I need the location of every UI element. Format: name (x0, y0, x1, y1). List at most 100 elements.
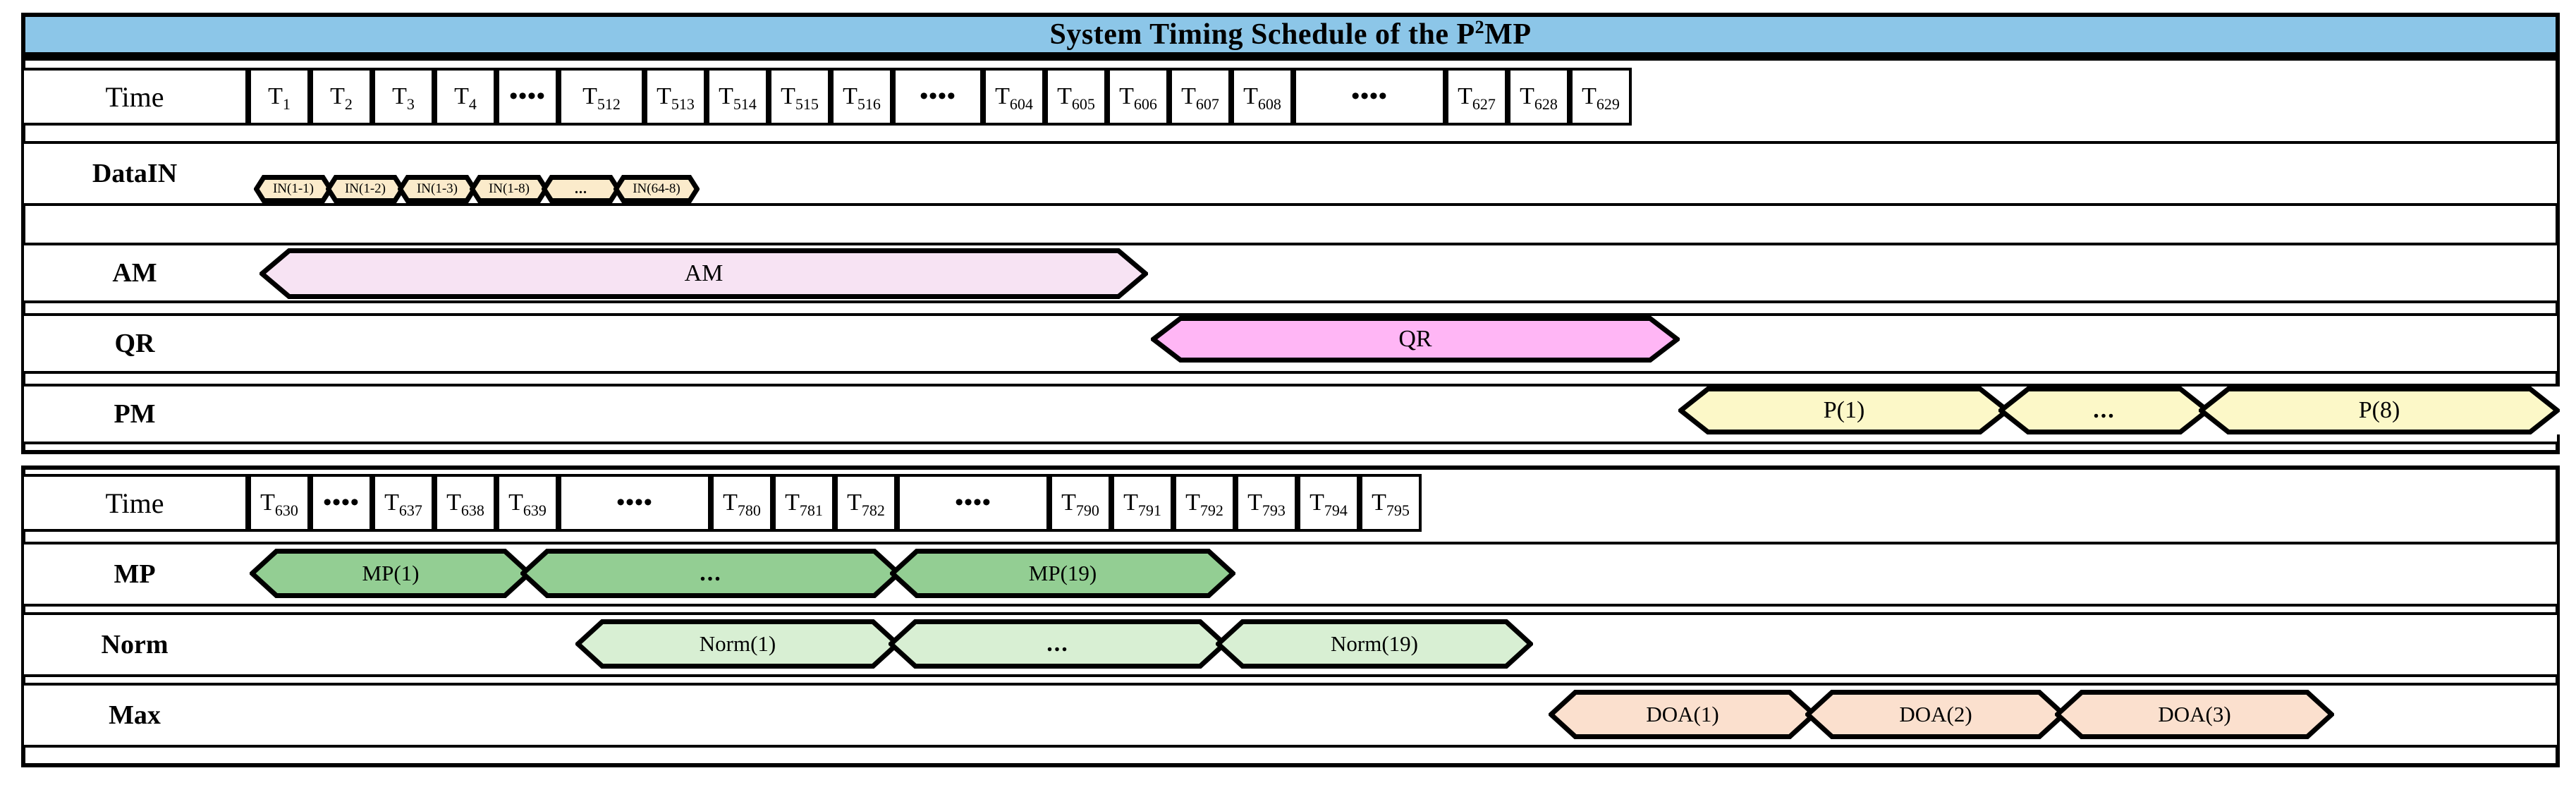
time-cell-label: T514 (719, 83, 757, 113)
lane-label-pm: PM (21, 384, 248, 444)
time-cell: T627 (1446, 68, 1508, 126)
title-suffix: MP (1484, 18, 1532, 51)
timing-block-label: IN(1-3) (416, 181, 458, 196)
time-cell: T1 (248, 68, 310, 126)
time-cell: T639 (496, 474, 558, 532)
timing-block-max: DOA(3) (2055, 690, 2334, 739)
diagram-title-bar: System Timing Schedule of the P2MP (21, 13, 2560, 56)
timing-block-label: ... (1046, 631, 1069, 657)
time-cell: T605 (1045, 68, 1107, 126)
lane-label-qr: QR (21, 313, 248, 374)
time-cell-label: T628 (1520, 83, 1558, 113)
time-cell: T2 (310, 68, 372, 126)
ellipsis-icon: •••• (955, 489, 991, 516)
time-cell: T515 (769, 68, 831, 126)
lane-label-mp: MP (21, 542, 248, 607)
ellipsis-icon: •••• (509, 83, 546, 110)
time-cell: •••• (897, 474, 1049, 532)
timing-block-label: Norm(1) (699, 631, 776, 656)
timing-block-label: Norm(19) (1331, 631, 1418, 656)
timing-block-norm: Norm(1) (575, 619, 900, 669)
timing-block-label: MP(19) (1028, 561, 1097, 585)
timing-block-datain: ... (542, 175, 621, 203)
time-cell: T512 (558, 68, 645, 126)
timing-block-label: P(1) (1823, 397, 1865, 423)
time-cell-label: T781 (785, 489, 823, 519)
timing-block-am: AM (260, 248, 1148, 299)
time-cell-label: T1 (268, 83, 291, 113)
time-cell-label: T780 (723, 489, 761, 519)
time-cell: T4 (434, 68, 496, 126)
block1-time-row-label: Time (21, 68, 248, 126)
timing-block-label: IN(1-2) (344, 181, 386, 196)
ellipsis-icon: •••• (920, 83, 956, 110)
time-cell: T793 (1235, 474, 1298, 532)
time-cell-label: T515 (781, 83, 819, 113)
time-cell: T794 (1298, 474, 1360, 532)
title-superscript: 2 (1475, 17, 1485, 37)
ellipsis-icon: •••• (323, 489, 360, 516)
time-cell-label: T605 (1057, 83, 1095, 113)
time-cell: •••• (1293, 68, 1446, 126)
time-cell-label: T512 (582, 83, 621, 113)
ellipsis-icon: •••• (1351, 83, 1388, 110)
time-cell-label: T606 (1119, 83, 1157, 113)
timing-block-pm: P(1) (1678, 387, 2010, 434)
time-cell: T606 (1107, 68, 1169, 126)
time-cell: •••• (893, 68, 983, 126)
time-cell-label: T627 (1458, 83, 1496, 113)
time-cell-label: T782 (847, 489, 885, 519)
time-cell-label: T629 (1582, 83, 1620, 113)
timing-block-mp: MP(19) (890, 549, 1235, 598)
timing-block-datain: IN(64-8) (614, 175, 700, 203)
timing-block-max: DOA(1) (1549, 690, 1817, 739)
timing-block-label: ... (2093, 397, 2116, 423)
time-cell: T638 (434, 474, 496, 532)
time-cell: T604 (983, 68, 1045, 126)
timing-block-max: DOA(2) (1805, 690, 2066, 739)
time-cell: T607 (1169, 68, 1231, 126)
timing-block-mp: ... (520, 549, 901, 598)
time-cell: T628 (1508, 68, 1570, 126)
timing-block-datain: IN(1-2) (326, 175, 405, 203)
timing-block-label: AM (684, 260, 724, 286)
time-cell: T792 (1173, 474, 1235, 532)
timing-block-datain: IN(1-1) (254, 175, 333, 203)
time-cell-label: T608 (1243, 83, 1281, 113)
time-cell: T780 (711, 474, 773, 532)
timing-block-norm: ... (889, 619, 1227, 669)
timing-block-label: QR (1398, 326, 1432, 352)
timing-block-mp: MP(1) (250, 549, 532, 598)
time-cell-label: T793 (1247, 489, 1286, 519)
timing-block-label: IN(64-8) (633, 181, 680, 196)
timing-block-pm: P(8) (2199, 387, 2560, 434)
timing-block-label: DOA(2) (1899, 702, 1972, 726)
time-cell-label: T792 (1185, 489, 1223, 519)
title-prefix: System Timing Schedule of the P (1049, 18, 1475, 51)
timing-block-qr: QR (1151, 316, 1680, 363)
time-cell-label: T790 (1061, 489, 1099, 519)
time-cell: T790 (1049, 474, 1111, 532)
ellipsis-icon: •••• (616, 489, 653, 516)
time-cell-label: T791 (1123, 489, 1161, 519)
time-cell: T629 (1570, 68, 1632, 126)
timing-block-label: IN(1-1) (272, 181, 315, 196)
timing-block-label: IN(1-8) (488, 181, 530, 196)
time-cell: T782 (835, 474, 897, 532)
time-cell-label: T513 (657, 83, 695, 113)
time-cell: T791 (1111, 474, 1173, 532)
lane-label-am: AM (21, 243, 248, 303)
time-cell: •••• (310, 474, 372, 532)
block2-time-row-label: Time (21, 474, 248, 532)
time-cell-label: T794 (1310, 489, 1348, 519)
time-cell: T608 (1231, 68, 1293, 126)
time-cell-label: T638 (446, 489, 484, 519)
timing-block-label: DOA(1) (1646, 702, 1719, 726)
time-cell-label: T607 (1181, 83, 1219, 113)
time-cell-label: T639 (508, 489, 547, 519)
timing-block-pm: ... (1998, 387, 2210, 434)
time-cell: •••• (496, 68, 558, 126)
time-cell-label: T630 (260, 489, 298, 519)
time-cell: T637 (372, 474, 434, 532)
time-cell-label: T795 (1372, 489, 1410, 519)
